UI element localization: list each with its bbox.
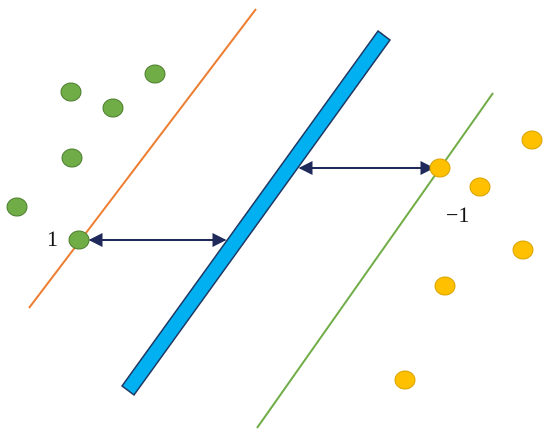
negative-support-vector	[429, 158, 451, 178]
negative-point	[512, 240, 534, 260]
separating-hyperplane	[120, 29, 392, 397]
positive-point	[60, 82, 82, 102]
positive-support-vector	[68, 230, 90, 250]
positive-support-label: 1	[47, 226, 58, 251]
negative-point	[434, 276, 456, 296]
negative-point	[469, 177, 491, 197]
positive-point	[61, 148, 83, 168]
positive-point	[144, 64, 166, 84]
negative-class-points	[394, 130, 543, 390]
positive-point	[6, 197, 28, 217]
negative-point	[521, 130, 543, 150]
negative-margin-boundary	[256, 92, 494, 429]
positive-point	[102, 98, 124, 118]
negative-point	[394, 370, 416, 390]
positive-class-points	[6, 64, 166, 250]
positive-margin-boundary	[28, 8, 257, 309]
negative-support-label: −1	[446, 202, 469, 227]
